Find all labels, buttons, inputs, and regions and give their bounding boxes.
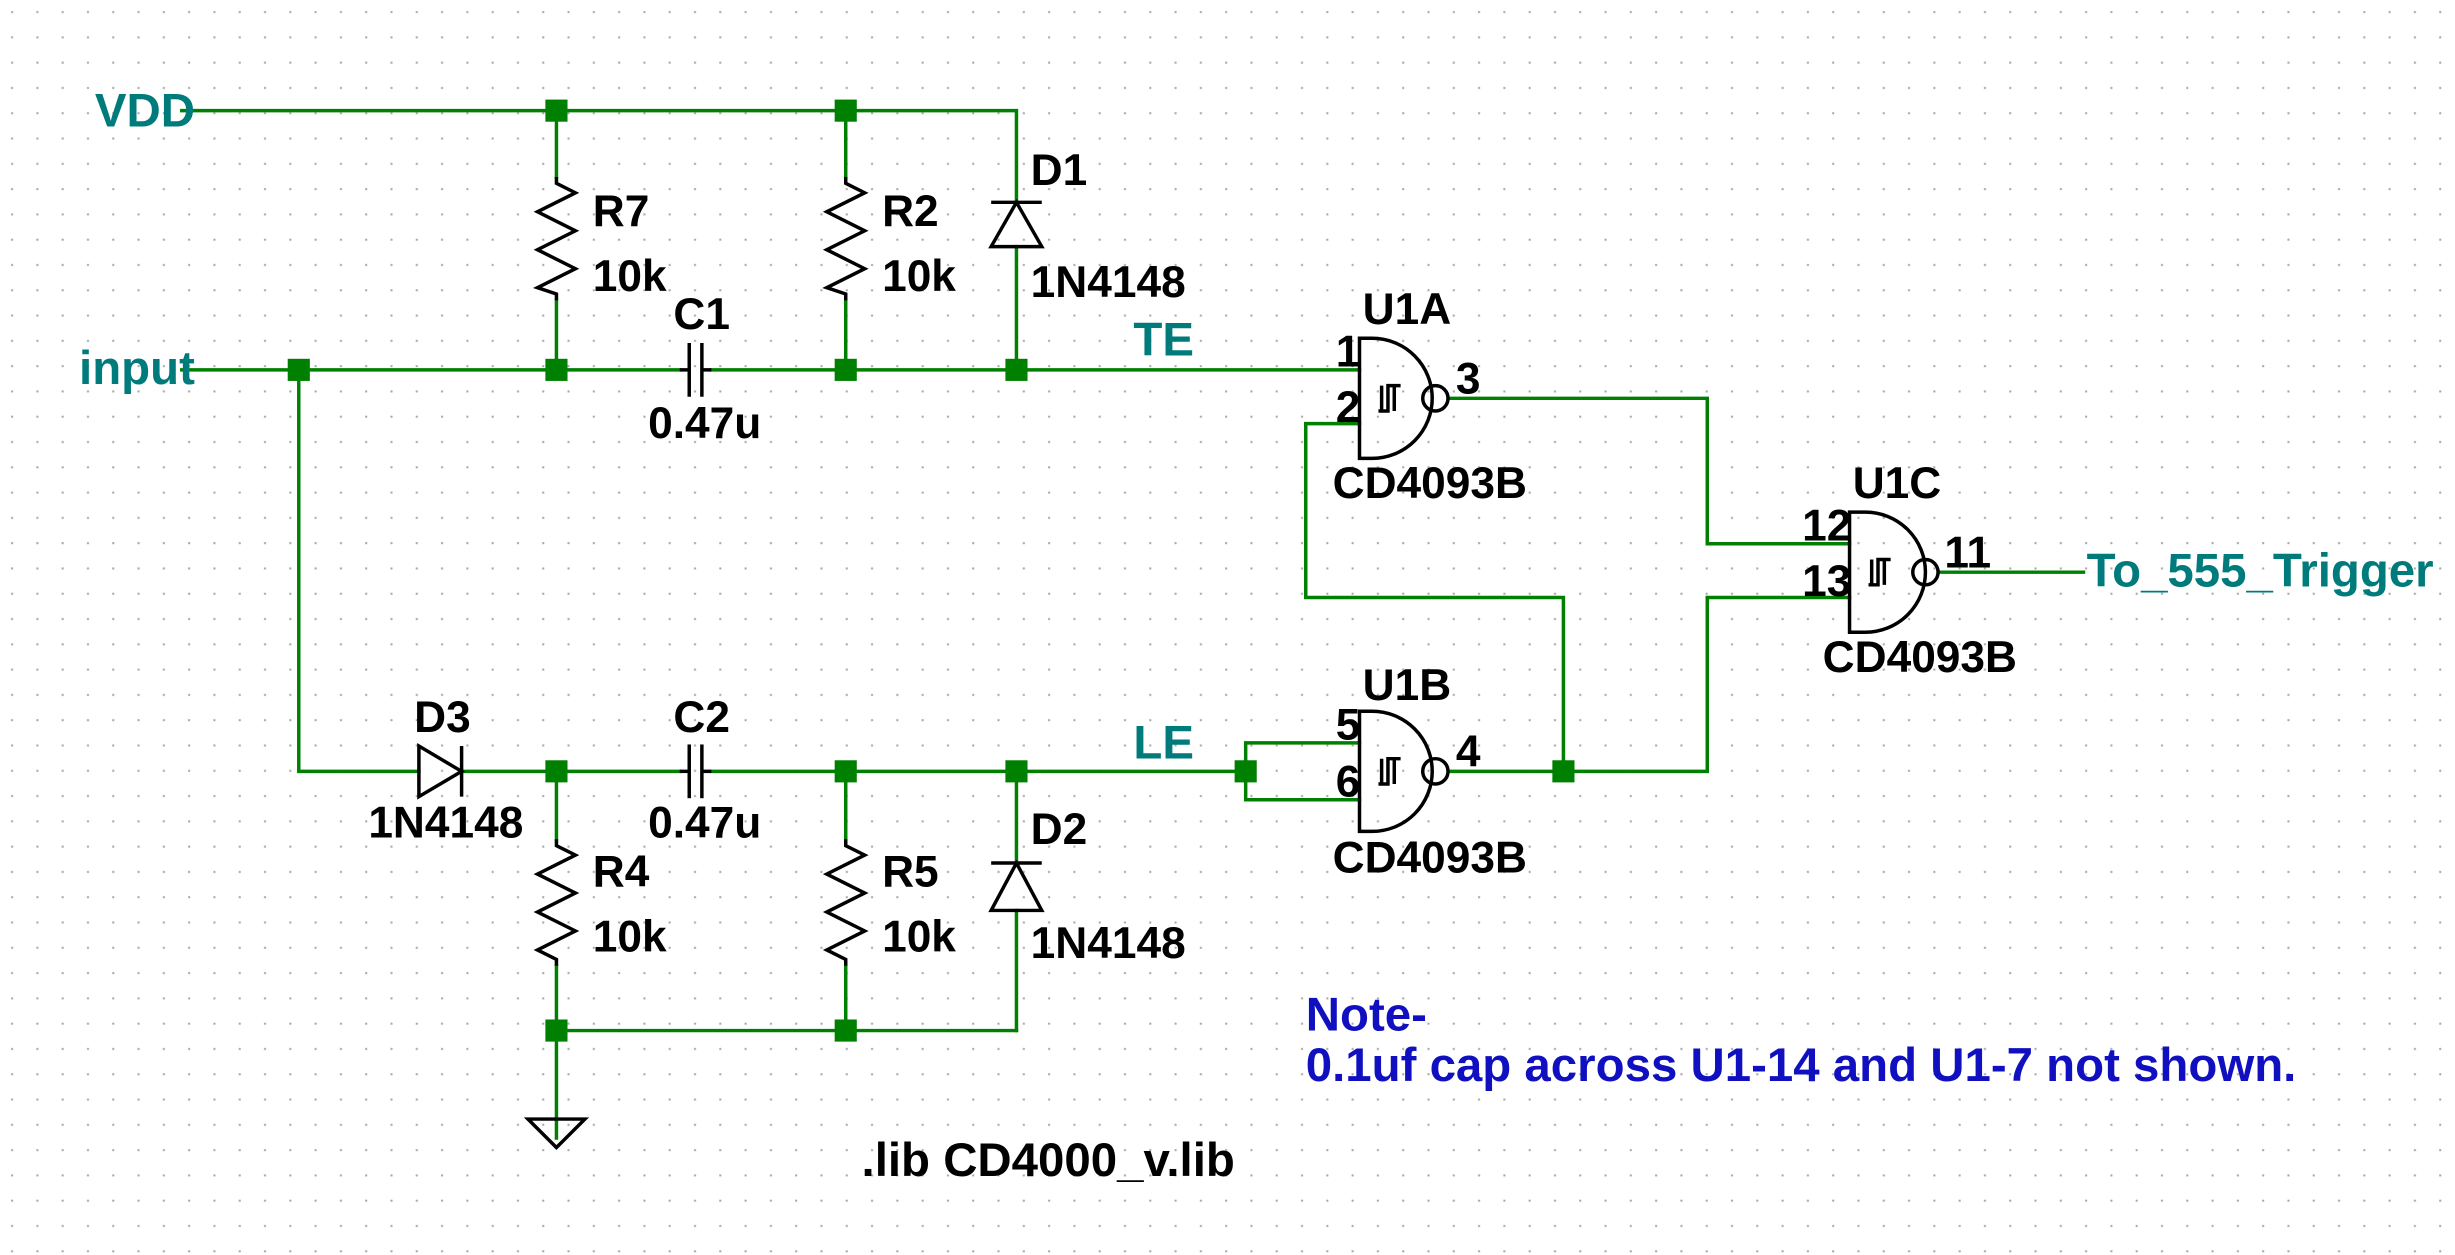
r2-ref: R2	[882, 187, 939, 236]
junction-dot	[545, 99, 568, 122]
diode-d2-triangle	[988, 859, 1045, 913]
c1-value: 0.47u	[648, 399, 761, 448]
net-label-vdd: VDD	[95, 84, 195, 137]
gate-u1b[interactable]	[1357, 709, 1450, 834]
capacitor-c2[interactable]	[679, 744, 712, 799]
gate-u1a[interactable]	[1357, 336, 1450, 461]
gate-u1b-inversion-bubble	[1420, 756, 1450, 786]
r4-value: 10k	[593, 913, 667, 962]
resistor-r5-body	[822, 839, 869, 966]
capacitor-c1[interactable]	[679, 342, 712, 397]
resistor-r2-body	[822, 177, 869, 301]
net-label-te: TE	[1133, 314, 1194, 367]
c1-ref: C1	[673, 290, 730, 339]
resistor-r4[interactable]	[533, 839, 580, 966]
u1c-pin-11: 11	[1944, 528, 1991, 577]
u1b-pin-5: 5	[1336, 701, 1361, 750]
resistor-r4-body	[533, 839, 580, 966]
resistor-r2[interactable]	[822, 177, 869, 301]
note-text: 0.1uf cap across U1-14 and U1-7 not show…	[1306, 1039, 2297, 1092]
resistor-r7-body	[532, 177, 580, 301]
gate-u1a-body	[1357, 336, 1434, 461]
wire-vdd-rail	[180, 108, 1019, 205]
net-label-output: To_555_Trigger	[2087, 544, 2434, 597]
junction-dot	[834, 99, 857, 122]
d3-value: 1N4148	[368, 799, 523, 848]
junction-dot	[1234, 760, 1257, 783]
u1c-value: CD4093B	[1823, 633, 2017, 682]
d3-ref: D3	[414, 693, 471, 742]
junction-dot	[287, 358, 310, 381]
wire-u1b-out	[1447, 595, 1852, 774]
resistor-r5[interactable]	[822, 839, 869, 966]
wire-input-down	[297, 368, 421, 774]
diode-d2[interactable]	[988, 859, 1045, 913]
gate-u1c[interactable]	[1847, 510, 1940, 634]
u1c-pin-13: 13	[1802, 557, 1851, 606]
junction-dot	[545, 1019, 568, 1042]
ground-symbol	[523, 1117, 590, 1150]
u1b-pin-4: 4	[1456, 728, 1481, 777]
u1b-pin-6: 6	[1336, 758, 1361, 807]
u1a-pin-3: 3	[1456, 355, 1481, 404]
spice-directive: .lib CD4000_v.lib	[862, 1134, 1235, 1187]
resistor-r7[interactable]	[532, 177, 580, 301]
gate-u1c-schmitt-icon	[1868, 557, 1891, 587]
d2-value: 1N4148	[1031, 919, 1186, 968]
diode-d3[interactable]	[417, 742, 466, 800]
r5-value: 10k	[882, 913, 956, 962]
net-label-input: input	[79, 342, 195, 395]
gate-u1c-inversion-bubble	[1911, 557, 1940, 587]
junction-dot	[1005, 760, 1028, 783]
u1a-pin-1: 1	[1336, 328, 1361, 377]
r7-ref: R7	[593, 187, 650, 236]
junction-dot	[834, 760, 857, 783]
u1a-pin-2: 2	[1336, 383, 1361, 432]
d1-value: 1N4148	[1031, 258, 1186, 307]
u1c-ref: U1C	[1853, 459, 1942, 508]
gate-u1a-inversion-bubble	[1420, 383, 1450, 413]
diode-d1-triangle	[988, 198, 1045, 249]
u1b-ref: U1B	[1363, 661, 1452, 710]
d2-ref: D2	[1031, 805, 1088, 854]
u1a-ref: U1A	[1363, 285, 1452, 334]
r7-value: 10k	[593, 252, 667, 301]
r5-ref: R5	[882, 848, 939, 897]
c2-ref: C2	[673, 693, 730, 742]
wire-u1a-pin2-feedback	[1304, 421, 1566, 774]
junctions	[287, 99, 1575, 1042]
gate-u1c-body	[1847, 510, 1928, 634]
r2-value: 10k	[882, 252, 956, 301]
gate-u1a-schmitt-icon	[1378, 383, 1401, 413]
ground-triangle	[523, 1117, 590, 1150]
r4-ref: R4	[593, 848, 650, 897]
d1-ref: D1	[1031, 146, 1088, 195]
junction-dot	[1552, 760, 1575, 783]
gate-u1b-schmitt-icon	[1378, 756, 1401, 786]
junction-dot	[545, 358, 568, 381]
diode-d3-triangle	[417, 742, 466, 800]
junction-dot	[834, 1019, 857, 1042]
gate-u1b-body	[1357, 709, 1434, 834]
junction-dot	[834, 358, 857, 381]
wire-u1a-out	[1447, 396, 1852, 546]
diode-d1[interactable]	[988, 198, 1045, 249]
junction-dot	[1005, 358, 1028, 381]
c2-value: 0.47u	[648, 799, 761, 848]
u1b-value: CD4093B	[1333, 833, 1527, 882]
u1a-value: CD4093B	[1333, 459, 1527, 508]
note-heading: Note-	[1306, 989, 1427, 1042]
net-label-le: LE	[1133, 717, 1194, 770]
u1c-pin-12: 12	[1802, 502, 1851, 551]
junction-dot	[545, 760, 568, 783]
